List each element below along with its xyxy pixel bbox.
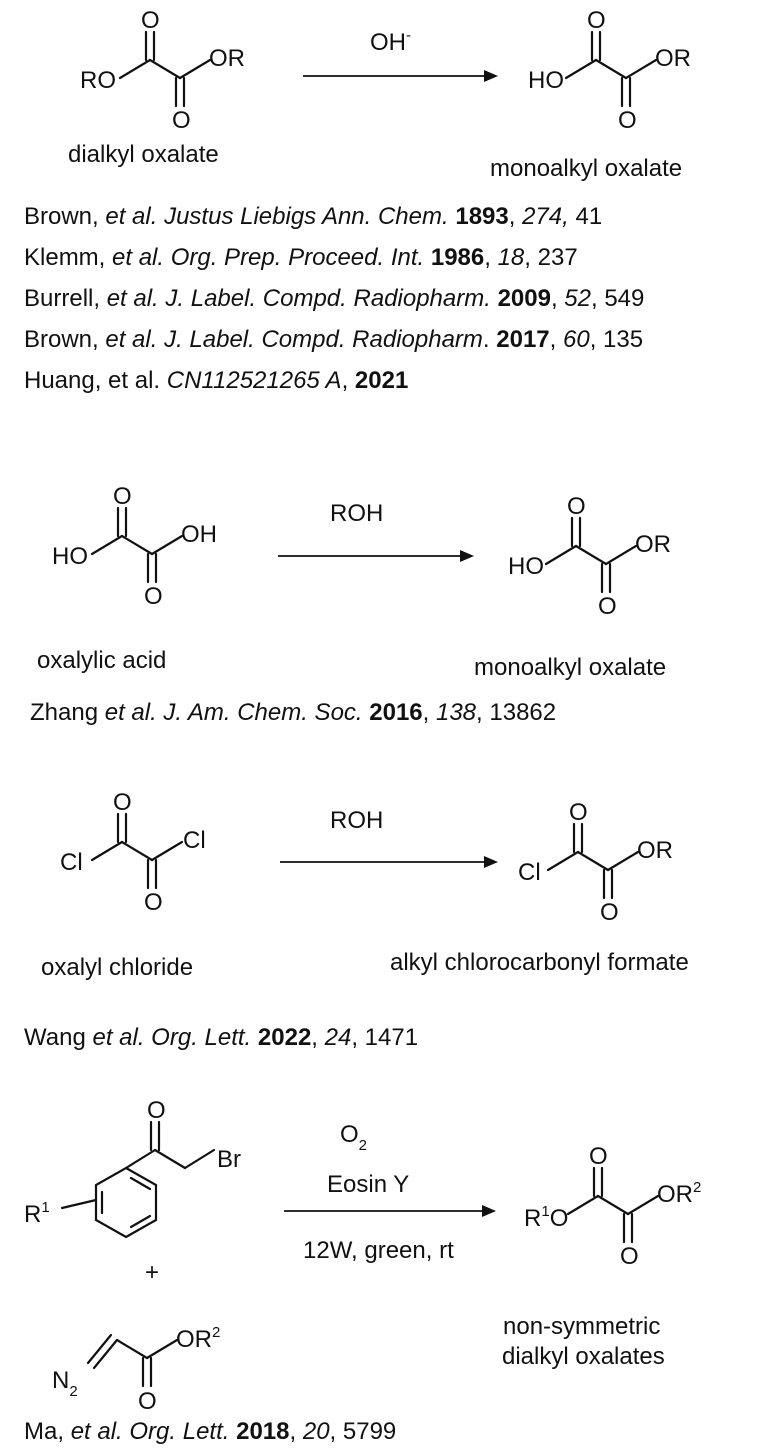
light-conditions: 12W, green, rt	[303, 1237, 454, 1264]
monoalkyl-oxalate-structure: HO O O OR	[508, 493, 671, 620]
diazoacetate-structure: N2 O OR2	[52, 1324, 220, 1415]
carbonyl-oxygen-bottom: O	[598, 593, 617, 620]
photocatalyst: Eosin Y	[327, 1171, 409, 1198]
carbonyl-oxygen-bottom: O	[172, 107, 191, 134]
or2-label: OR2	[176, 1324, 220, 1353]
ester-oxygen: O	[138, 1388, 157, 1415]
carbonyl-oxygen-top: O	[567, 493, 586, 520]
oxygen-reagent: O2	[340, 1121, 367, 1154]
carbonyl-oxygen-bottom: O	[144, 889, 163, 916]
ketone-oxygen: O	[147, 1097, 166, 1124]
carbonyl-oxygen-top: O	[569, 799, 588, 826]
ho-label: HO	[508, 553, 544, 580]
carbonyl-oxygen-top: O	[589, 1143, 608, 1170]
reference-wang-2022: Wang et al. Org. Lett. 2022, 24, 1471	[24, 1024, 419, 1051]
carbonyl-oxygen-bottom: O	[144, 583, 163, 610]
scheme-2: HO O O OH oxalylic acid ROH HO O O OR mo…	[37, 483, 671, 681]
carbonyl-oxygen-bottom: O	[600, 899, 619, 926]
reference-ma-2018: Ma, et al. Org. Lett. 2018, 20, 5799	[24, 1418, 397, 1445]
product-name: monoalkyl oxalate	[490, 155, 682, 182]
phenacyl-bromide-structure: O Br R1	[24, 1097, 241, 1239]
r1o-label: R1O	[524, 1203, 568, 1232]
ro-label: RO	[80, 67, 116, 94]
product-name: monoalkyl oxalate	[474, 654, 666, 681]
ho-label: HO	[52, 543, 88, 570]
reference-brown-2017: Brown, et al. J. Label. Compd. Radiophar…	[24, 326, 644, 353]
reference-huang-2021: Huang, et al. CN112521265 A, 2021	[24, 367, 409, 394]
carbonyl-oxygen-top: O	[113, 483, 132, 510]
product-name-line2: dialkyl oxalates	[502, 1343, 665, 1370]
or-label: OR	[655, 45, 691, 72]
br-label: Br	[217, 1146, 241, 1173]
product-name: alkyl chlorocarbonyl formate	[390, 949, 689, 976]
cl-label: Cl	[183, 827, 206, 854]
scheme-1: RO O O OR dialkyl oxalate OH- HO O O OR …	[68, 7, 691, 182]
oxalic-acid-structure: HO O O OH	[52, 483, 217, 610]
reactant-name: dialkyl oxalate	[68, 141, 219, 168]
product-name-line1: non-symmetric	[503, 1313, 660, 1340]
reference-burrell-2009: Burrell, et al. J. Label. Compd. Radioph…	[24, 285, 645, 312]
ho-label: HO	[528, 67, 564, 94]
carbonyl-oxygen-top: O	[141, 7, 160, 34]
reactant-name: oxalyl chloride	[41, 954, 193, 981]
n2-label: N2	[52, 1367, 78, 1400]
reagent-alcohol: ROH	[330, 807, 383, 834]
carbonyl-oxygen-top: O	[587, 7, 606, 34]
reagent-hydroxide: OH-	[370, 27, 411, 56]
r1-substituent: R1	[24, 1199, 50, 1228]
reference-zhang-2016: Zhang et al. J. Am. Chem. Soc. 2016, 138…	[30, 699, 557, 726]
plus-sign: +	[145, 1259, 159, 1286]
or-label: OR	[209, 45, 245, 72]
dialkyl-oxalate-product-structure: R1O O O OR2	[524, 1143, 701, 1270]
or-label: OR	[635, 531, 671, 558]
cl-label: Cl	[518, 859, 541, 886]
carbonyl-oxygen-top: O	[113, 789, 132, 816]
scheme-3: Cl O O Cl oxalyl chloride ROH Cl O O OR …	[41, 789, 689, 981]
carbonyl-oxygen-bottom: O	[618, 107, 637, 134]
monoalkyl-oxalate-structure: HO O O OR	[528, 7, 691, 134]
scheme-4: O Br R1 + N2 O OR2 O2 Eosin Y 12W, green…	[24, 1097, 701, 1415]
carbonyl-oxygen-bottom: O	[620, 1243, 639, 1270]
cl-label: Cl	[60, 849, 83, 876]
alkyl-chlorocarbonyl-formate-structure: Cl O O OR	[518, 799, 673, 926]
reference-klemm-1986: Klemm, et al. Org. Prep. Proceed. Int. 1…	[24, 244, 578, 271]
or2-label: OR2	[657, 1179, 701, 1208]
reagent-alcohol: ROH	[330, 500, 383, 527]
oxalyl-chloride-structure: Cl O O Cl	[60, 789, 206, 916]
reactant-name: oxalylic acid	[37, 647, 166, 674]
or-label: OR	[637, 837, 673, 864]
oh-label: OH	[181, 521, 217, 548]
reference-brown-1893: Brown, et al. Justus Liebigs Ann. Chem. …	[24, 203, 603, 230]
dialkyl-oxalate-structure: RO O O OR	[80, 7, 245, 134]
